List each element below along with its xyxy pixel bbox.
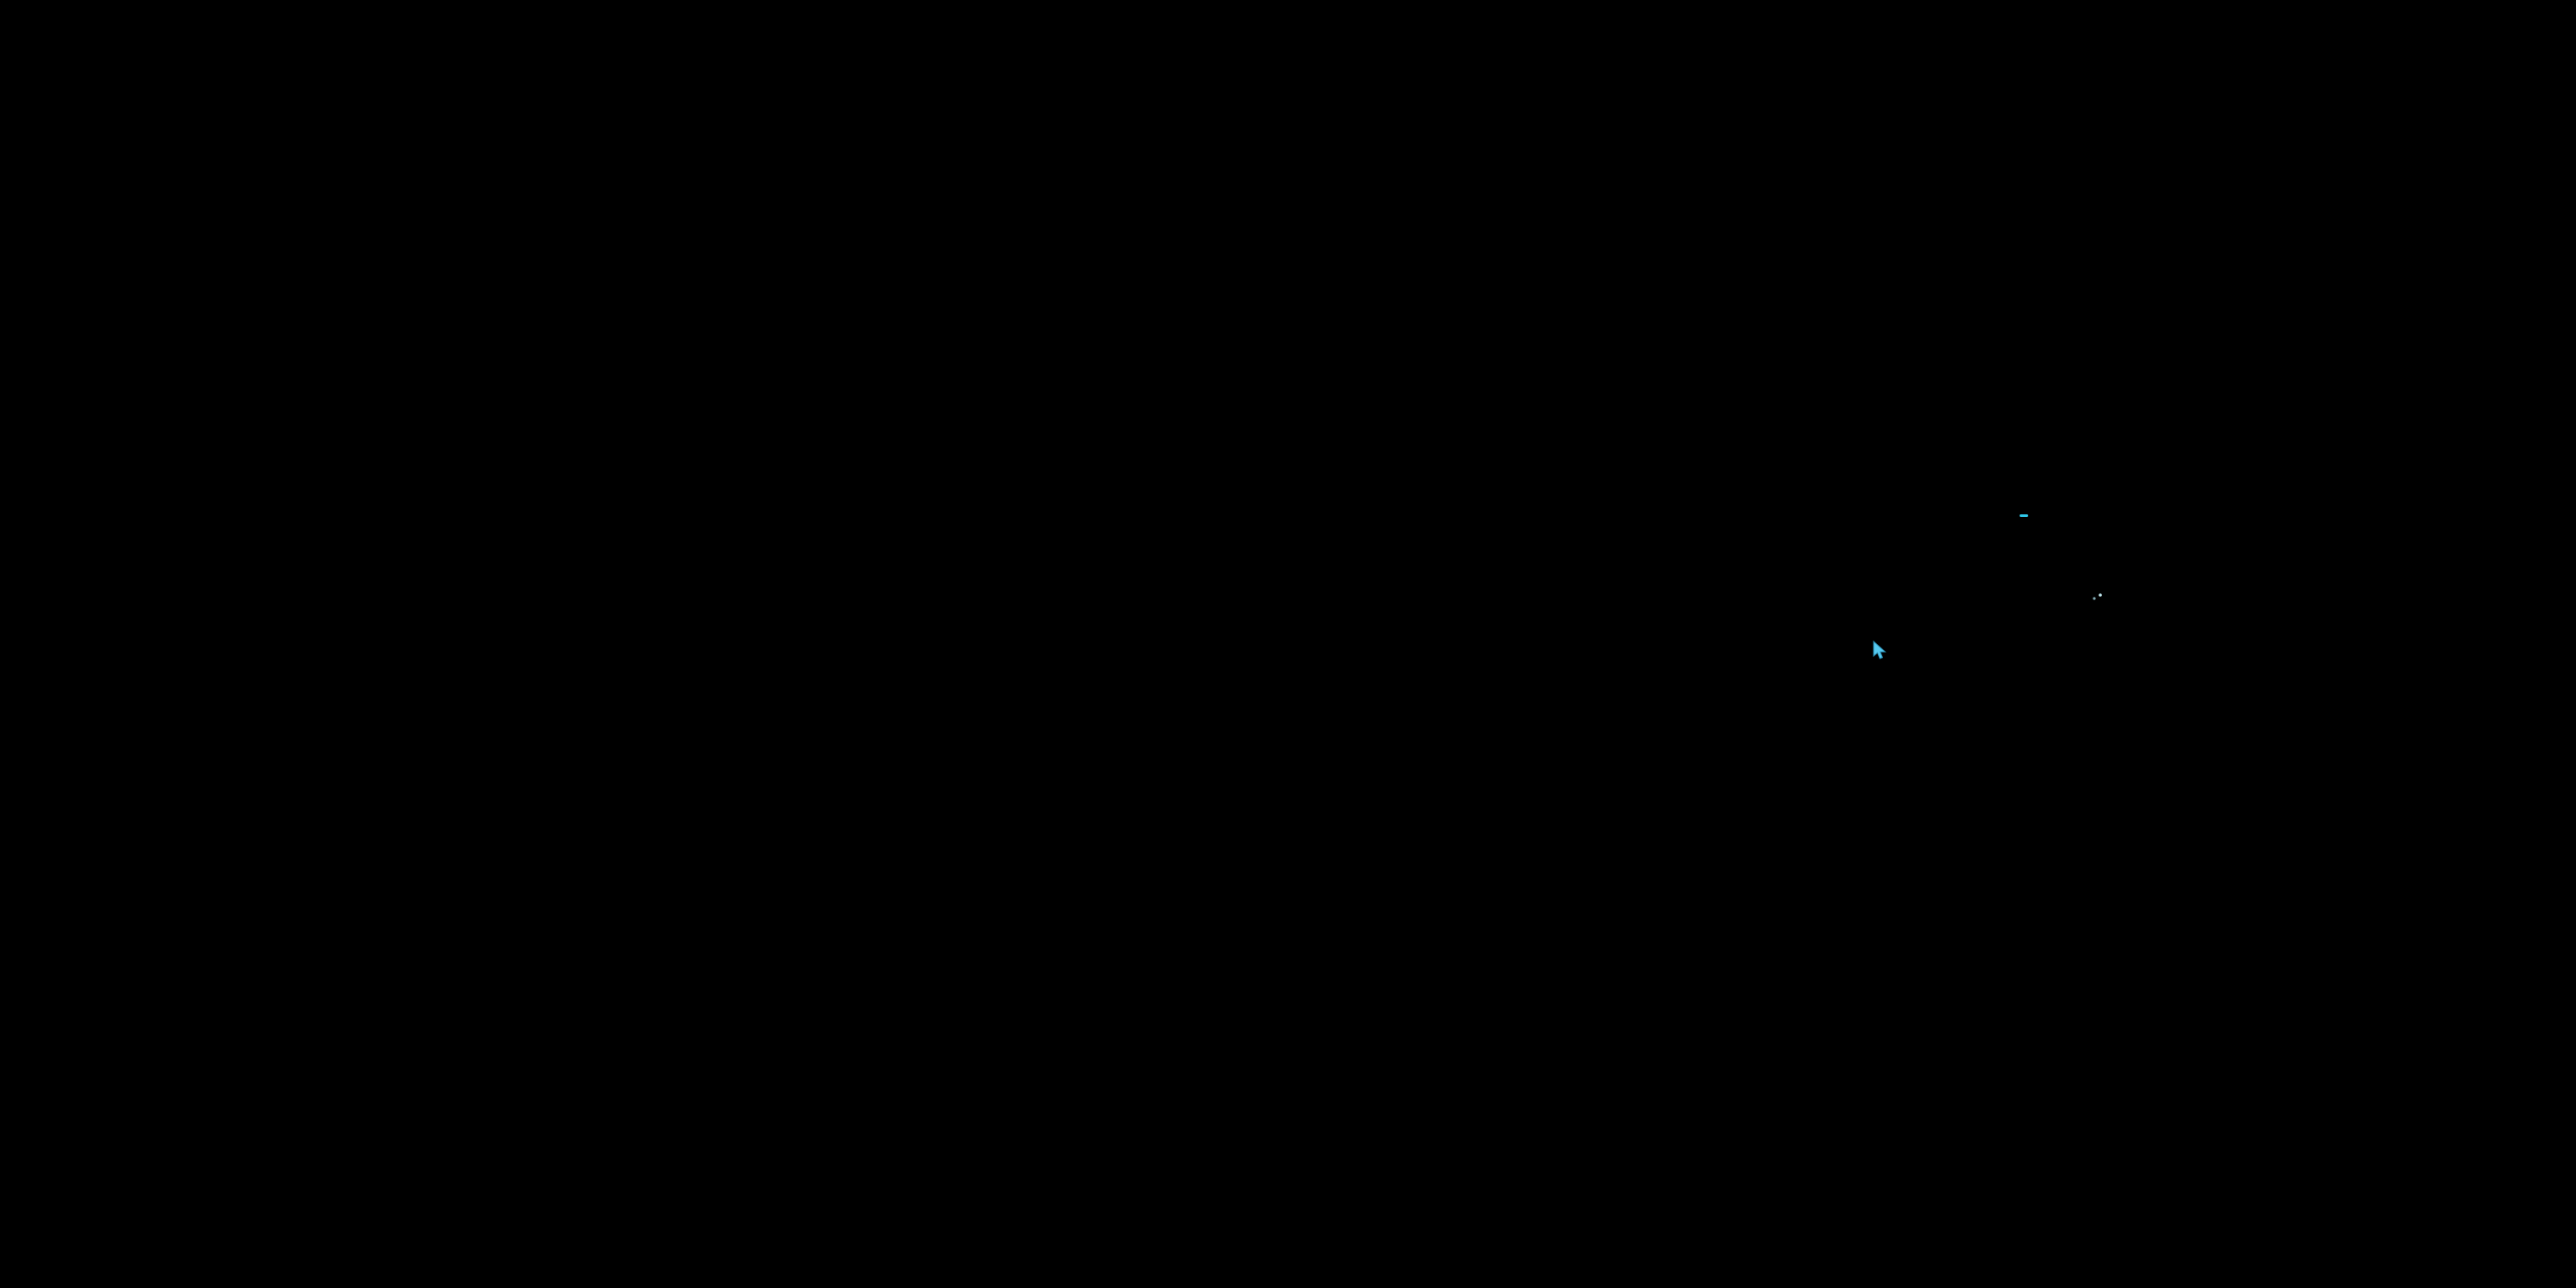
dot-shape-dim: [2093, 597, 2096, 600]
dash-shape: [2020, 514, 2028, 517]
mouse-cursor-icon: [1873, 641, 1886, 659]
screen-artifact-dots: [2093, 593, 2102, 600]
dot-shape-bright: [2099, 593, 2102, 597]
cursor-shape: [1874, 641, 1886, 659]
cursor-outline: [1873, 641, 1886, 659]
screen-artifact-dash: [2020, 514, 2028, 517]
